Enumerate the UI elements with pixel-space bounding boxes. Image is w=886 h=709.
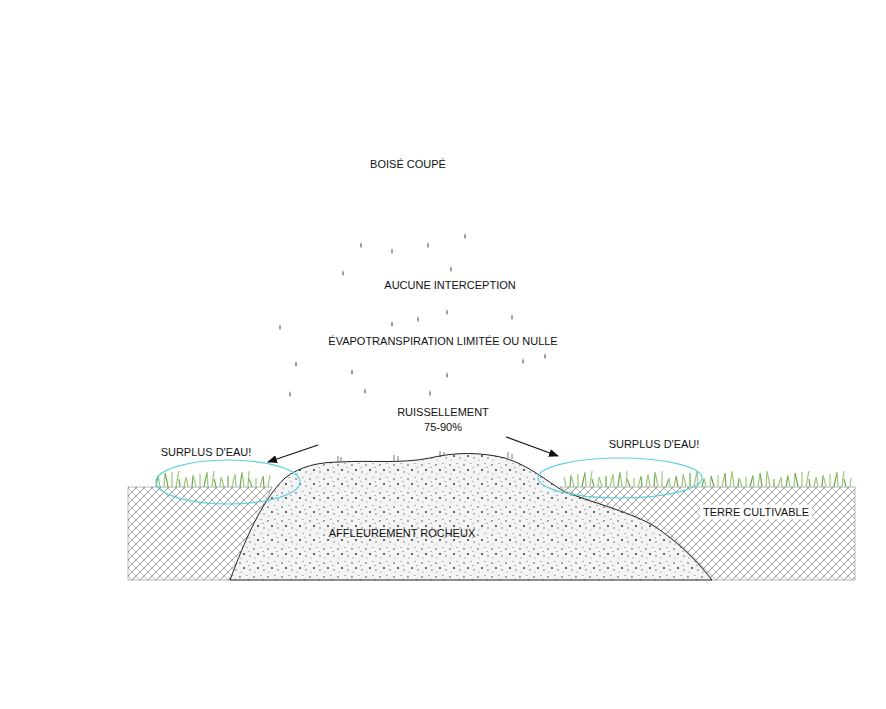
- raindrops: [279, 233, 546, 397]
- percentage-label: 75-90%: [424, 421, 462, 434]
- water-surplus-zone: [538, 458, 702, 498]
- warning-label: SURPLUS D'EAU!: [609, 438, 700, 451]
- note-label: RUISSELLEMENT: [397, 406, 489, 419]
- warning-label: SURPLUS D'EAU!: [161, 446, 252, 459]
- title-label: BOISÉ COUPÉ: [370, 158, 446, 171]
- note-label: AUCUNE INTERCEPTION: [384, 279, 515, 292]
- rock-label: AFFLEUREMENT ROCHEUX: [329, 527, 475, 540]
- runoff-arrow: [506, 437, 558, 456]
- runoff-arrow: [268, 445, 318, 462]
- note-label: ÉVAPOTRANSPIRATION LIMITÉE OU NULLE: [328, 335, 557, 348]
- cut-stumps: [338, 451, 512, 462]
- soil-label: TERRE CULTIVABLE: [700, 505, 812, 520]
- rock-outcrop: [230, 454, 712, 581]
- grass: [156, 471, 851, 487]
- water-surplus-zone: [156, 460, 300, 504]
